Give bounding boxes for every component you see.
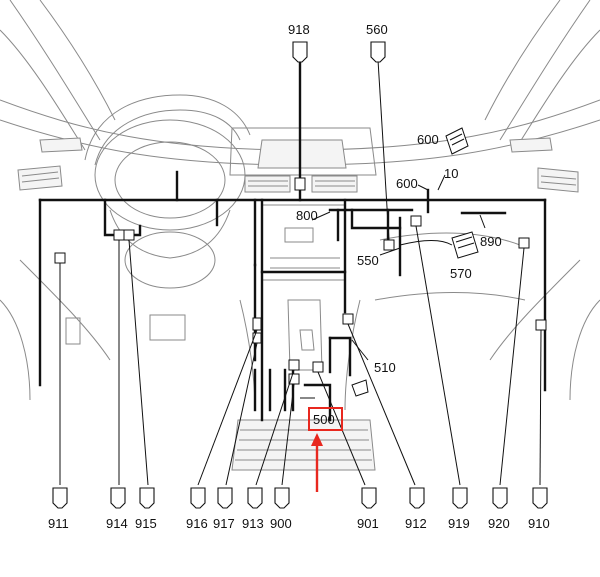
label-917: 917 xyxy=(213,516,235,531)
connector-915 xyxy=(123,229,135,241)
connector-914 xyxy=(113,229,125,241)
connector-920 xyxy=(518,237,530,249)
plug-914-icon xyxy=(110,487,126,509)
plug-910-icon xyxy=(532,487,548,509)
label-915: 915 xyxy=(135,516,157,531)
plug-919-icon xyxy=(452,487,468,509)
label-890: 890 xyxy=(480,234,502,249)
dashboard-background xyxy=(0,0,600,471)
connector-918 xyxy=(294,177,306,191)
label-900: 900 xyxy=(270,516,292,531)
label-570: 570 xyxy=(450,266,472,281)
bottom-plugs xyxy=(52,487,548,509)
plug-916-icon xyxy=(190,487,206,509)
module-570 xyxy=(451,231,479,259)
connector-901 xyxy=(312,361,324,373)
top-plugs xyxy=(292,41,386,63)
connector-910 xyxy=(535,319,547,331)
leader-lines xyxy=(59,59,542,486)
plug-560-icon xyxy=(370,41,386,63)
label-800: 800 xyxy=(296,208,318,223)
label-916: 916 xyxy=(186,516,208,531)
plug-900-icon xyxy=(274,487,290,509)
connector-911 xyxy=(54,252,66,264)
label-10: 10 xyxy=(444,166,458,181)
label-500: 500 xyxy=(313,412,335,427)
harness-connectors xyxy=(54,127,547,397)
highlight-500 xyxy=(308,407,343,492)
plug-901-icon xyxy=(361,487,377,509)
connector-919 xyxy=(410,215,422,227)
label-920: 920 xyxy=(488,516,510,531)
label-600: 600 xyxy=(396,176,418,191)
connector-913 xyxy=(288,359,300,371)
label-918: 918 xyxy=(288,22,310,37)
highlight-box xyxy=(308,407,343,431)
plug-915-icon xyxy=(139,487,155,509)
label-914: 914 xyxy=(106,516,128,531)
plug-912-icon xyxy=(409,487,425,509)
label-550: 550 xyxy=(357,253,379,268)
callout-labels: 918 560 600 600 10 800 890 550 570 510 5… xyxy=(48,22,550,531)
module-600 xyxy=(445,127,469,155)
label-901: 901 xyxy=(357,516,379,531)
label-919: 919 xyxy=(448,516,470,531)
module-510 xyxy=(351,379,369,397)
label-913: 913 xyxy=(242,516,264,531)
connector-560 xyxy=(383,239,395,251)
label-560: 560 xyxy=(366,22,388,37)
label-911: 911 xyxy=(48,516,69,531)
label-600-top: 600 xyxy=(417,132,439,147)
connector-912 xyxy=(342,313,354,325)
label-912: 912 xyxy=(405,516,427,531)
plug-917-icon xyxy=(217,487,233,509)
plug-911-icon xyxy=(52,487,68,509)
plug-918-icon xyxy=(292,41,308,63)
label-510: 510 xyxy=(374,360,396,375)
label-910: 910 xyxy=(528,516,550,531)
plug-913-icon xyxy=(247,487,263,509)
connector-916 xyxy=(252,317,262,331)
plug-920-icon xyxy=(492,487,508,509)
